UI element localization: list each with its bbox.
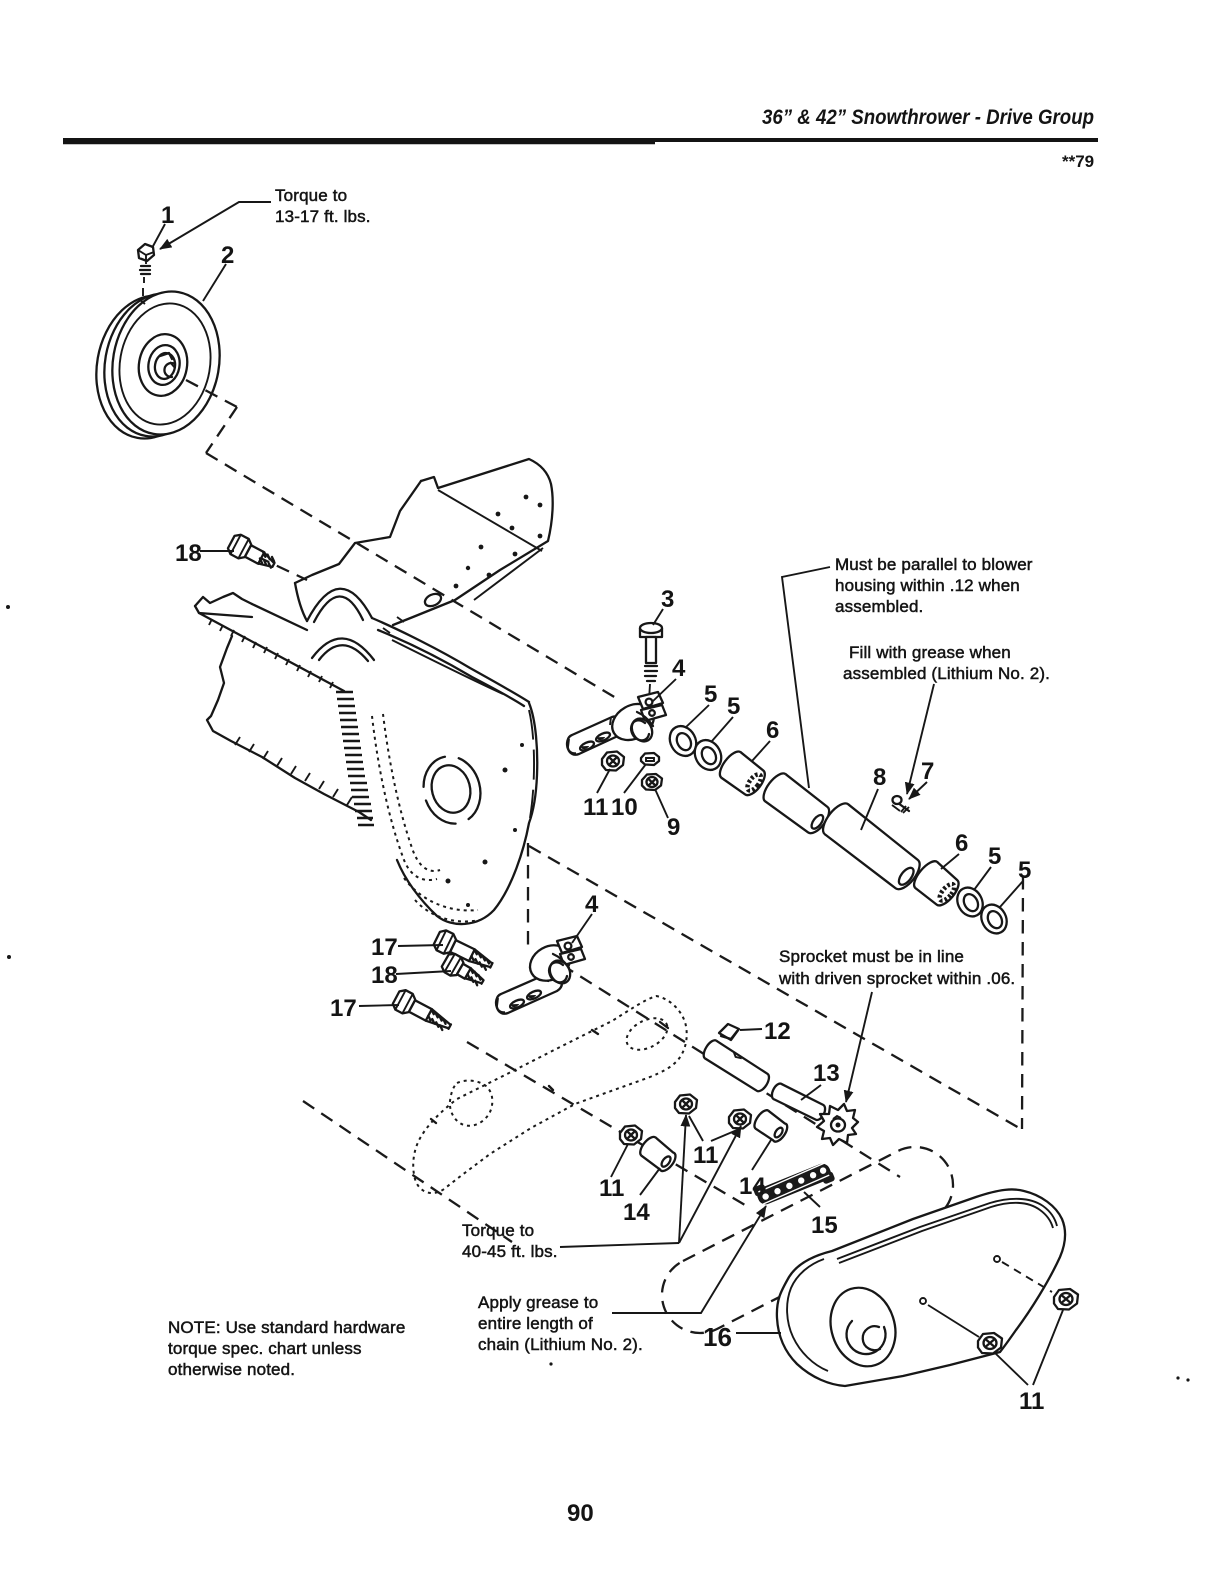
svg-text:11: 11 — [599, 1175, 624, 1202]
svg-text:11: 11 — [1019, 1388, 1044, 1415]
svg-text:3: 3 — [661, 586, 674, 613]
svg-text:Fill with grease when: Fill with grease when — [849, 643, 1011, 662]
svg-text:7: 7 — [921, 758, 934, 785]
svg-text:Torque to: Torque to — [462, 1221, 534, 1240]
svg-text:torque spec. chart unless: torque spec. chart unless — [168, 1339, 362, 1358]
svg-text:17: 17 — [371, 934, 398, 961]
svg-text:14: 14 — [739, 1173, 766, 1200]
svg-text:entire length of: entire length of — [478, 1314, 593, 1333]
svg-text:Apply grease to: Apply grease to — [478, 1293, 598, 1312]
svg-text:5: 5 — [727, 693, 740, 720]
svg-text:Torque to: Torque to — [275, 186, 347, 205]
svg-text:17: 17 — [330, 995, 357, 1022]
svg-text:5: 5 — [1018, 857, 1031, 884]
svg-text:36” & 42” Snowthrower - Drive: 36” & 42” Snowthrower - Drive Group — [762, 106, 1094, 129]
svg-text:housing within .12 when: housing within .12 when — [835, 576, 1020, 595]
svg-text:assembled.: assembled. — [835, 597, 923, 616]
svg-text:18: 18 — [371, 962, 398, 989]
svg-text:13-17 ft. lbs.: 13-17 ft. lbs. — [275, 207, 371, 226]
svg-text:6: 6 — [955, 830, 968, 857]
svg-text:NOTE: Use standard hardware: NOTE: Use standard hardware — [168, 1318, 405, 1337]
svg-text:assembled (Lithium No. 2).: assembled (Lithium No. 2). — [843, 664, 1050, 683]
svg-text:chain (Lithium No. 2).: chain (Lithium No. 2). — [478, 1335, 643, 1354]
svg-text:Sprocket must be in line: Sprocket must be in line — [779, 947, 964, 966]
svg-text:5: 5 — [704, 681, 717, 708]
svg-text:2: 2 — [221, 242, 234, 269]
svg-text:1: 1 — [161, 202, 174, 229]
svg-text:11: 11 — [583, 794, 608, 821]
svg-text:90: 90 — [567, 1500, 594, 1527]
svg-text:otherwise noted.: otherwise noted. — [168, 1360, 295, 1379]
svg-text:8: 8 — [873, 764, 886, 791]
svg-text:11: 11 — [693, 1142, 718, 1169]
svg-text:15: 15 — [811, 1212, 838, 1239]
svg-text:13: 13 — [813, 1060, 840, 1087]
svg-text:12: 12 — [764, 1018, 791, 1045]
svg-text:5: 5 — [988, 843, 1001, 870]
svg-text:4: 4 — [585, 891, 599, 918]
svg-text:14: 14 — [623, 1199, 650, 1226]
svg-text:10: 10 — [611, 794, 638, 821]
svg-text:4: 4 — [672, 655, 686, 682]
svg-text:16: 16 — [703, 1322, 732, 1352]
svg-text:**79: **79 — [1062, 152, 1094, 171]
svg-text:6: 6 — [766, 717, 779, 744]
svg-text:18: 18 — [175, 540, 202, 567]
svg-text:9: 9 — [667, 814, 680, 841]
svg-text:Must be parallel to blower: Must be parallel to blower — [835, 555, 1033, 574]
svg-text:with driven sprocket within .0: with driven sprocket within .06. — [778, 969, 1015, 988]
svg-text:40-45 ft. lbs.: 40-45 ft. lbs. — [462, 1242, 558, 1261]
